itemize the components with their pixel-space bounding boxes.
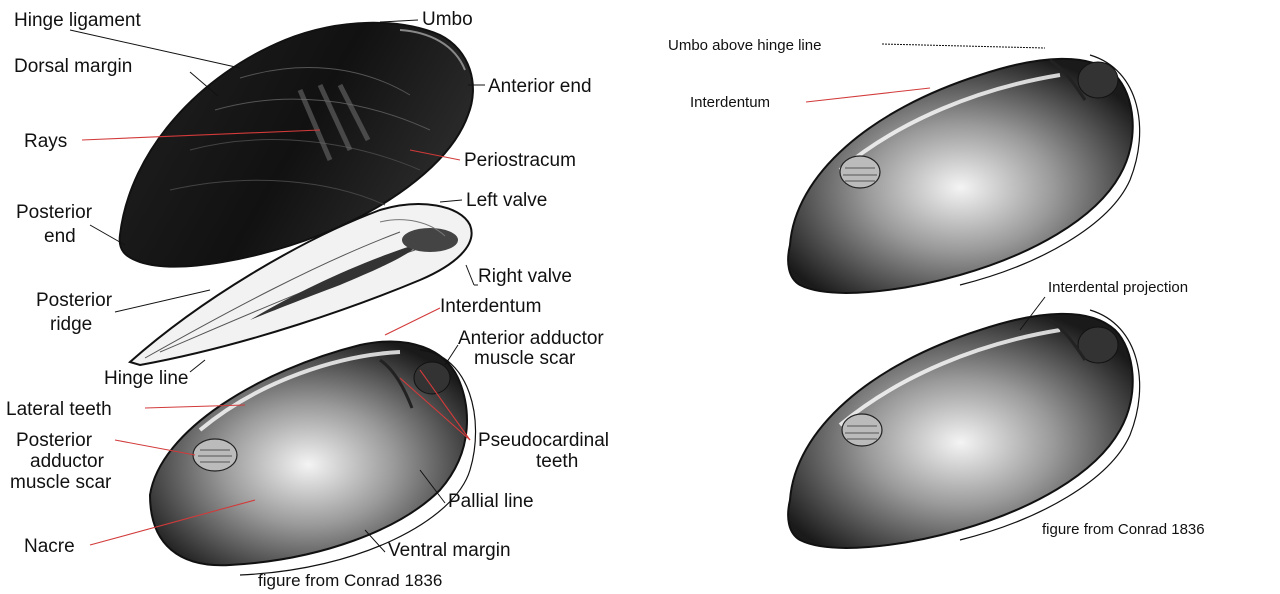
right-bottom-shell-illustration xyxy=(788,310,1140,548)
label-interdentum: Interdentum xyxy=(440,296,541,317)
label-umbo-above-hinge-line: Umbo above hinge line xyxy=(668,37,821,54)
label-posterior-ridge-line2: ridge xyxy=(50,314,92,335)
caption-right: figure from Conrad 1836 xyxy=(1042,521,1205,538)
label-hinge-ligament: Hinge ligament xyxy=(14,10,141,31)
label-dorsal-margin: Dorsal margin xyxy=(14,56,132,77)
right-figure: Umbo above hinge line Interdentum Interd… xyxy=(668,37,1205,548)
label-pallial-line: Pallial line xyxy=(448,491,534,512)
label-lateral-teeth: Lateral teeth xyxy=(6,399,112,420)
label-posterior-adductor-line1: Posterior xyxy=(16,430,93,451)
label-umbo: Umbo xyxy=(422,9,473,30)
label-left-valve: Left valve xyxy=(466,190,547,211)
label-pseudocardinal-line2: teeth xyxy=(536,451,578,472)
label-posterior-end-line2: end xyxy=(44,226,76,247)
label-posterior-ridge-line1: Posterior xyxy=(36,290,113,311)
label-hinge-line: Hinge line xyxy=(104,368,189,389)
label-rays: Rays xyxy=(24,131,67,152)
label-anterior-end: Anterior end xyxy=(488,76,592,97)
label-pseudocardinal-line1: Pseudocardinal xyxy=(478,430,609,451)
right-top-shell-illustration xyxy=(788,55,1140,293)
label-posterior-end-line1: Posterior xyxy=(16,202,93,223)
left-figure: Hinge ligament Umbo Dorsal margin Anteri… xyxy=(6,9,609,590)
caption-left: figure from Conrad 1836 xyxy=(258,571,442,590)
label-ventral-margin: Ventral margin xyxy=(388,540,511,561)
label-right-interdentum: Interdentum xyxy=(690,94,770,111)
label-posterior-adductor-line2: adductor xyxy=(30,451,105,472)
label-posterior-adductor-line3: muscle scar xyxy=(10,472,112,493)
label-anterior-adductor-line1: Anterior adductor xyxy=(458,328,604,349)
label-interdental-projection: Interdental projection xyxy=(1048,279,1188,296)
label-anterior-adductor-line2: muscle scar xyxy=(474,348,576,369)
label-right-valve: Right valve xyxy=(478,266,572,287)
label-nacre: Nacre xyxy=(24,536,75,557)
label-periostracum: Periostracum xyxy=(464,150,576,171)
